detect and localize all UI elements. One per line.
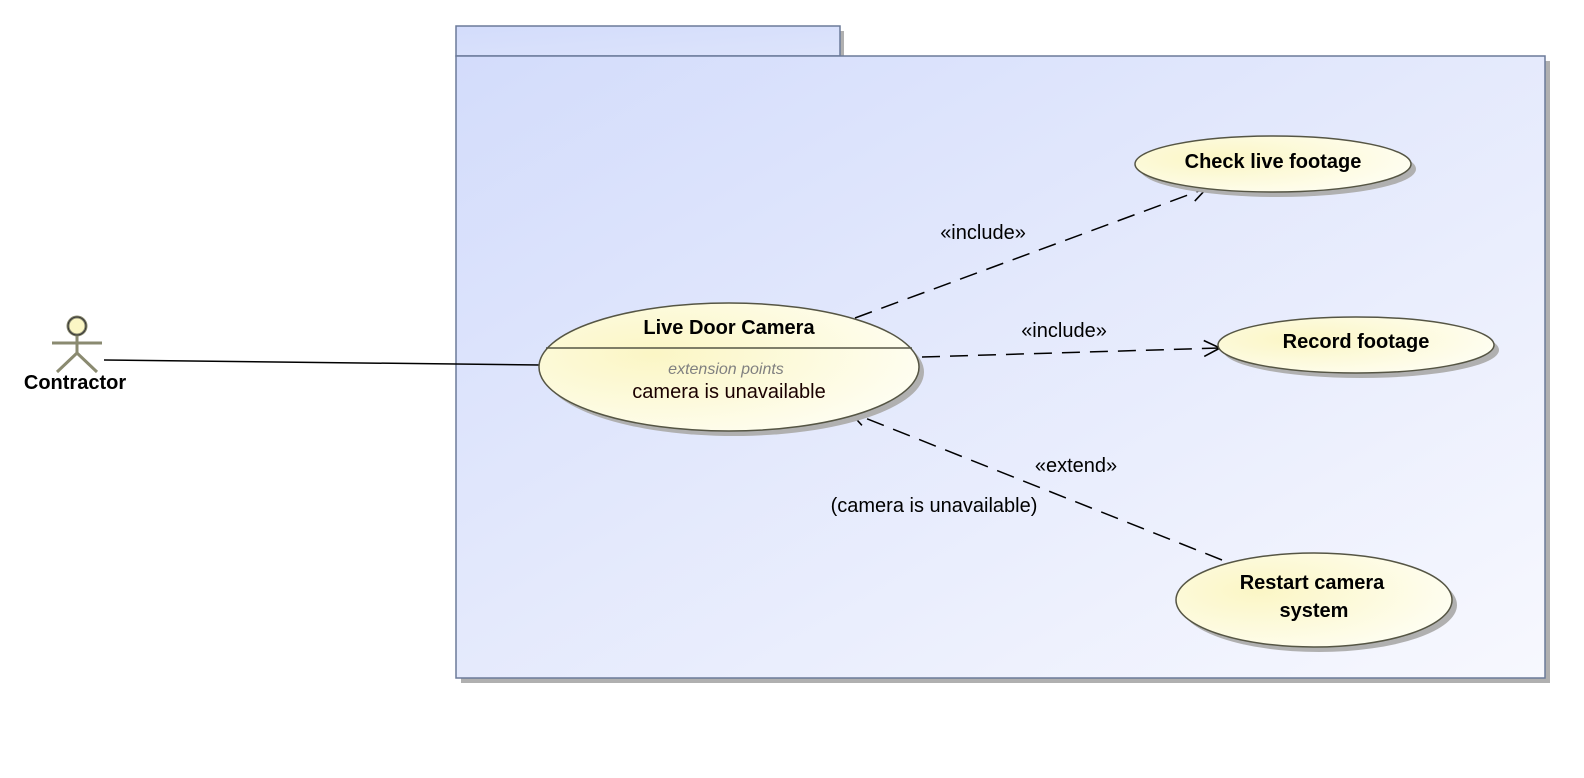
use-case-name: Live Door Camera	[643, 317, 815, 339]
use-case-record-footage[interactable]: Record footage	[1217, 316, 1499, 378]
use-case-name-line-1: Restart camera	[1240, 572, 1385, 594]
use-case-ellipse	[538, 302, 920, 432]
use-case-name: Record footage	[1283, 331, 1430, 353]
include-arrow-check-live-footage[interactable]	[854, 185, 1209, 319]
include-arrow-record-footage[interactable]	[921, 339, 1222, 358]
actor-contractor[interactable]: Contractor	[24, 315, 126, 394]
extend-condition-label: (camera is unavailable)	[831, 495, 1038, 517]
package-tab	[455, 25, 841, 57]
use-case-live-door-camera[interactable]: Live Door Camera extension points camera…	[538, 302, 924, 436]
stick-figure-outline	[67, 316, 87, 336]
extension-points-title: extension points	[668, 361, 784, 378]
include-label-1: «include»	[940, 222, 1026, 244]
use-case-ellipse	[1175, 552, 1453, 648]
include-label-2: «include»	[1021, 320, 1107, 342]
use-case-restart-camera-system[interactable]: Restart camera system	[1175, 552, 1457, 652]
use-case-name-line-2: system	[1280, 600, 1349, 622]
association-line[interactable]	[103, 359, 541, 366]
use-case-name: Check live footage	[1185, 151, 1362, 173]
use-case-ellipse	[1217, 316, 1495, 374]
use-case-check-live-footage[interactable]: Check live footage	[1134, 135, 1416, 197]
extend-label: «extend»	[1035, 455, 1117, 477]
actor-name: Contractor	[24, 372, 126, 394]
extension-point-item: camera is unavailable	[632, 381, 825, 403]
extend-arrow[interactable]	[848, 409, 1223, 561]
use-case-ellipse	[1134, 135, 1412, 193]
stick-figure-icon	[52, 315, 102, 374]
